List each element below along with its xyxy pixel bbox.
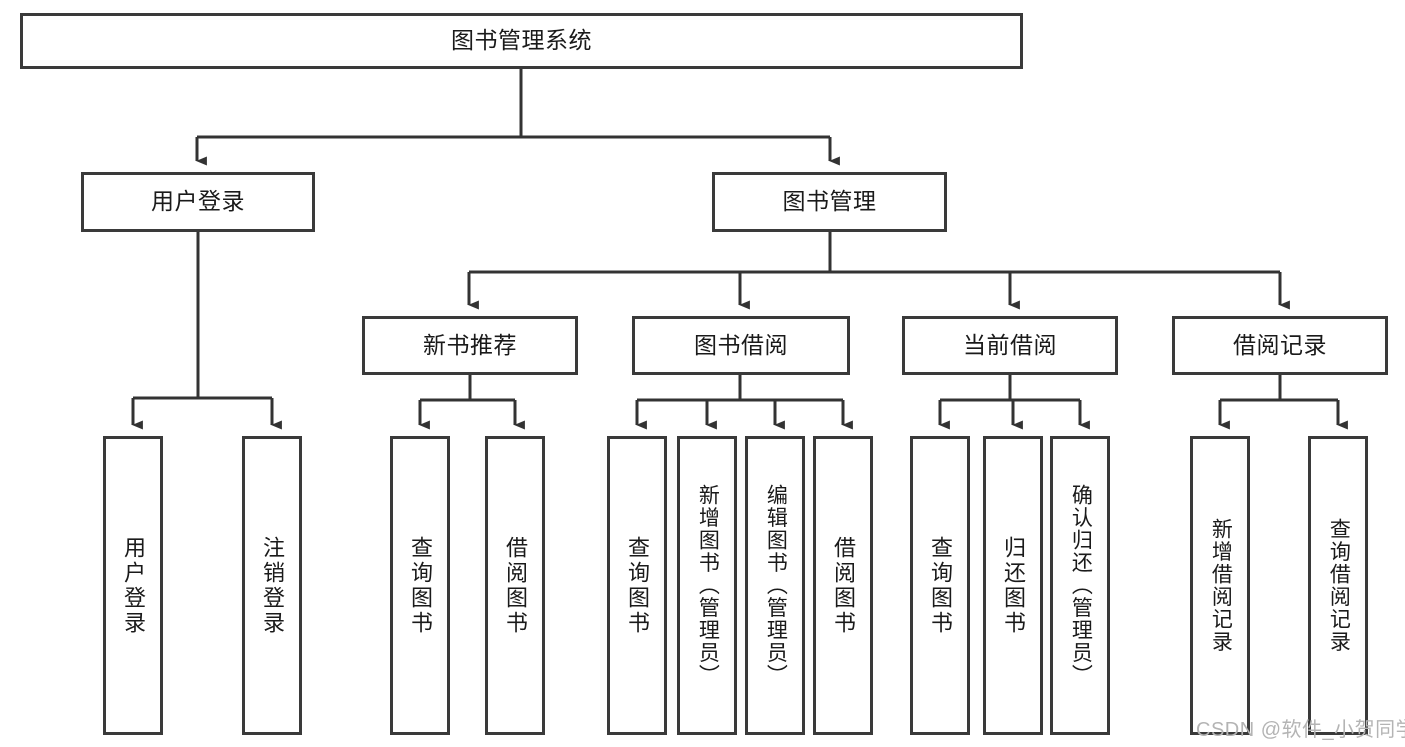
leaf-borrow-book-borrow-label: 借阅图书 xyxy=(830,535,856,636)
node-book-borrow-label: 图书借阅 xyxy=(694,331,788,358)
leaf-borrow-book-newbook[interactable]: 借阅图书 xyxy=(485,436,545,735)
leaf-borrow-book-newbook-label: 借阅图书 xyxy=(502,535,528,636)
node-book-management[interactable]: 图书管理 xyxy=(712,172,947,232)
leaf-query-book-current[interactable]: 查询图书 xyxy=(910,436,970,735)
node-new-book-recommend[interactable]: 新书推荐 xyxy=(362,316,578,375)
leaf-return-book[interactable]: 归还图书 xyxy=(983,436,1043,735)
leaf-add-book-admin[interactable]: 新增图书（管理员） xyxy=(677,436,737,735)
leaf-confirm-return-admin-label: 确认归还（管理员） xyxy=(1069,484,1093,687)
leaf-add-borrow-record-label: 新增借阅记录 xyxy=(1209,518,1233,653)
leaf-edit-book-admin[interactable]: 编辑图书（管理员） xyxy=(745,436,805,735)
leaf-query-book-newbook-label: 查询图书 xyxy=(407,535,433,636)
leaf-user-logout-label: 注销登录 xyxy=(259,535,285,636)
node-new-book-recommend-label: 新书推荐 xyxy=(423,331,517,358)
leaf-return-book-label: 归还图书 xyxy=(1000,535,1026,636)
node-user-login[interactable]: 用户登录 xyxy=(81,172,315,232)
leaf-query-book-current-label: 查询图书 xyxy=(927,535,953,636)
leaf-user-logout[interactable]: 注销登录 xyxy=(242,436,302,735)
leaf-user-login[interactable]: 用户登录 xyxy=(103,436,163,735)
node-user-login-label: 用户登录 xyxy=(151,188,245,215)
leaf-borrow-book-borrow[interactable]: 借阅图书 xyxy=(813,436,873,735)
leaf-edit-book-admin-label: 编辑图书（管理员） xyxy=(764,484,788,687)
leaf-query-book-borrow[interactable]: 查询图书 xyxy=(607,436,667,735)
leaf-confirm-return-admin[interactable]: 确认归还（管理员） xyxy=(1050,436,1110,735)
leaf-query-book-newbook[interactable]: 查询图书 xyxy=(390,436,450,735)
leaf-add-book-admin-label: 新增图书（管理员） xyxy=(696,484,720,687)
leaf-add-borrow-record[interactable]: 新增借阅记录 xyxy=(1190,436,1250,735)
node-root[interactable]: 图书管理系统 xyxy=(20,13,1023,69)
leaf-user-login-label: 用户登录 xyxy=(120,535,146,636)
node-borrow-record-label: 借阅记录 xyxy=(1233,331,1327,358)
node-current-borrow[interactable]: 当前借阅 xyxy=(902,316,1118,375)
node-root-label: 图书管理系统 xyxy=(451,27,592,54)
node-borrow-record[interactable]: 借阅记录 xyxy=(1172,316,1388,375)
node-book-management-label: 图书管理 xyxy=(782,188,877,215)
leaf-query-borrow-record[interactable]: 查询借阅记录 xyxy=(1308,436,1368,735)
node-current-borrow-label: 当前借阅 xyxy=(963,331,1057,358)
leaf-query-borrow-record-label: 查询借阅记录 xyxy=(1327,518,1351,653)
leaf-query-book-borrow-label: 查询图书 xyxy=(624,535,650,636)
node-book-borrow[interactable]: 图书借阅 xyxy=(632,316,850,375)
watermark: CSDN @软件_小贺同学 xyxy=(1196,719,1405,741)
